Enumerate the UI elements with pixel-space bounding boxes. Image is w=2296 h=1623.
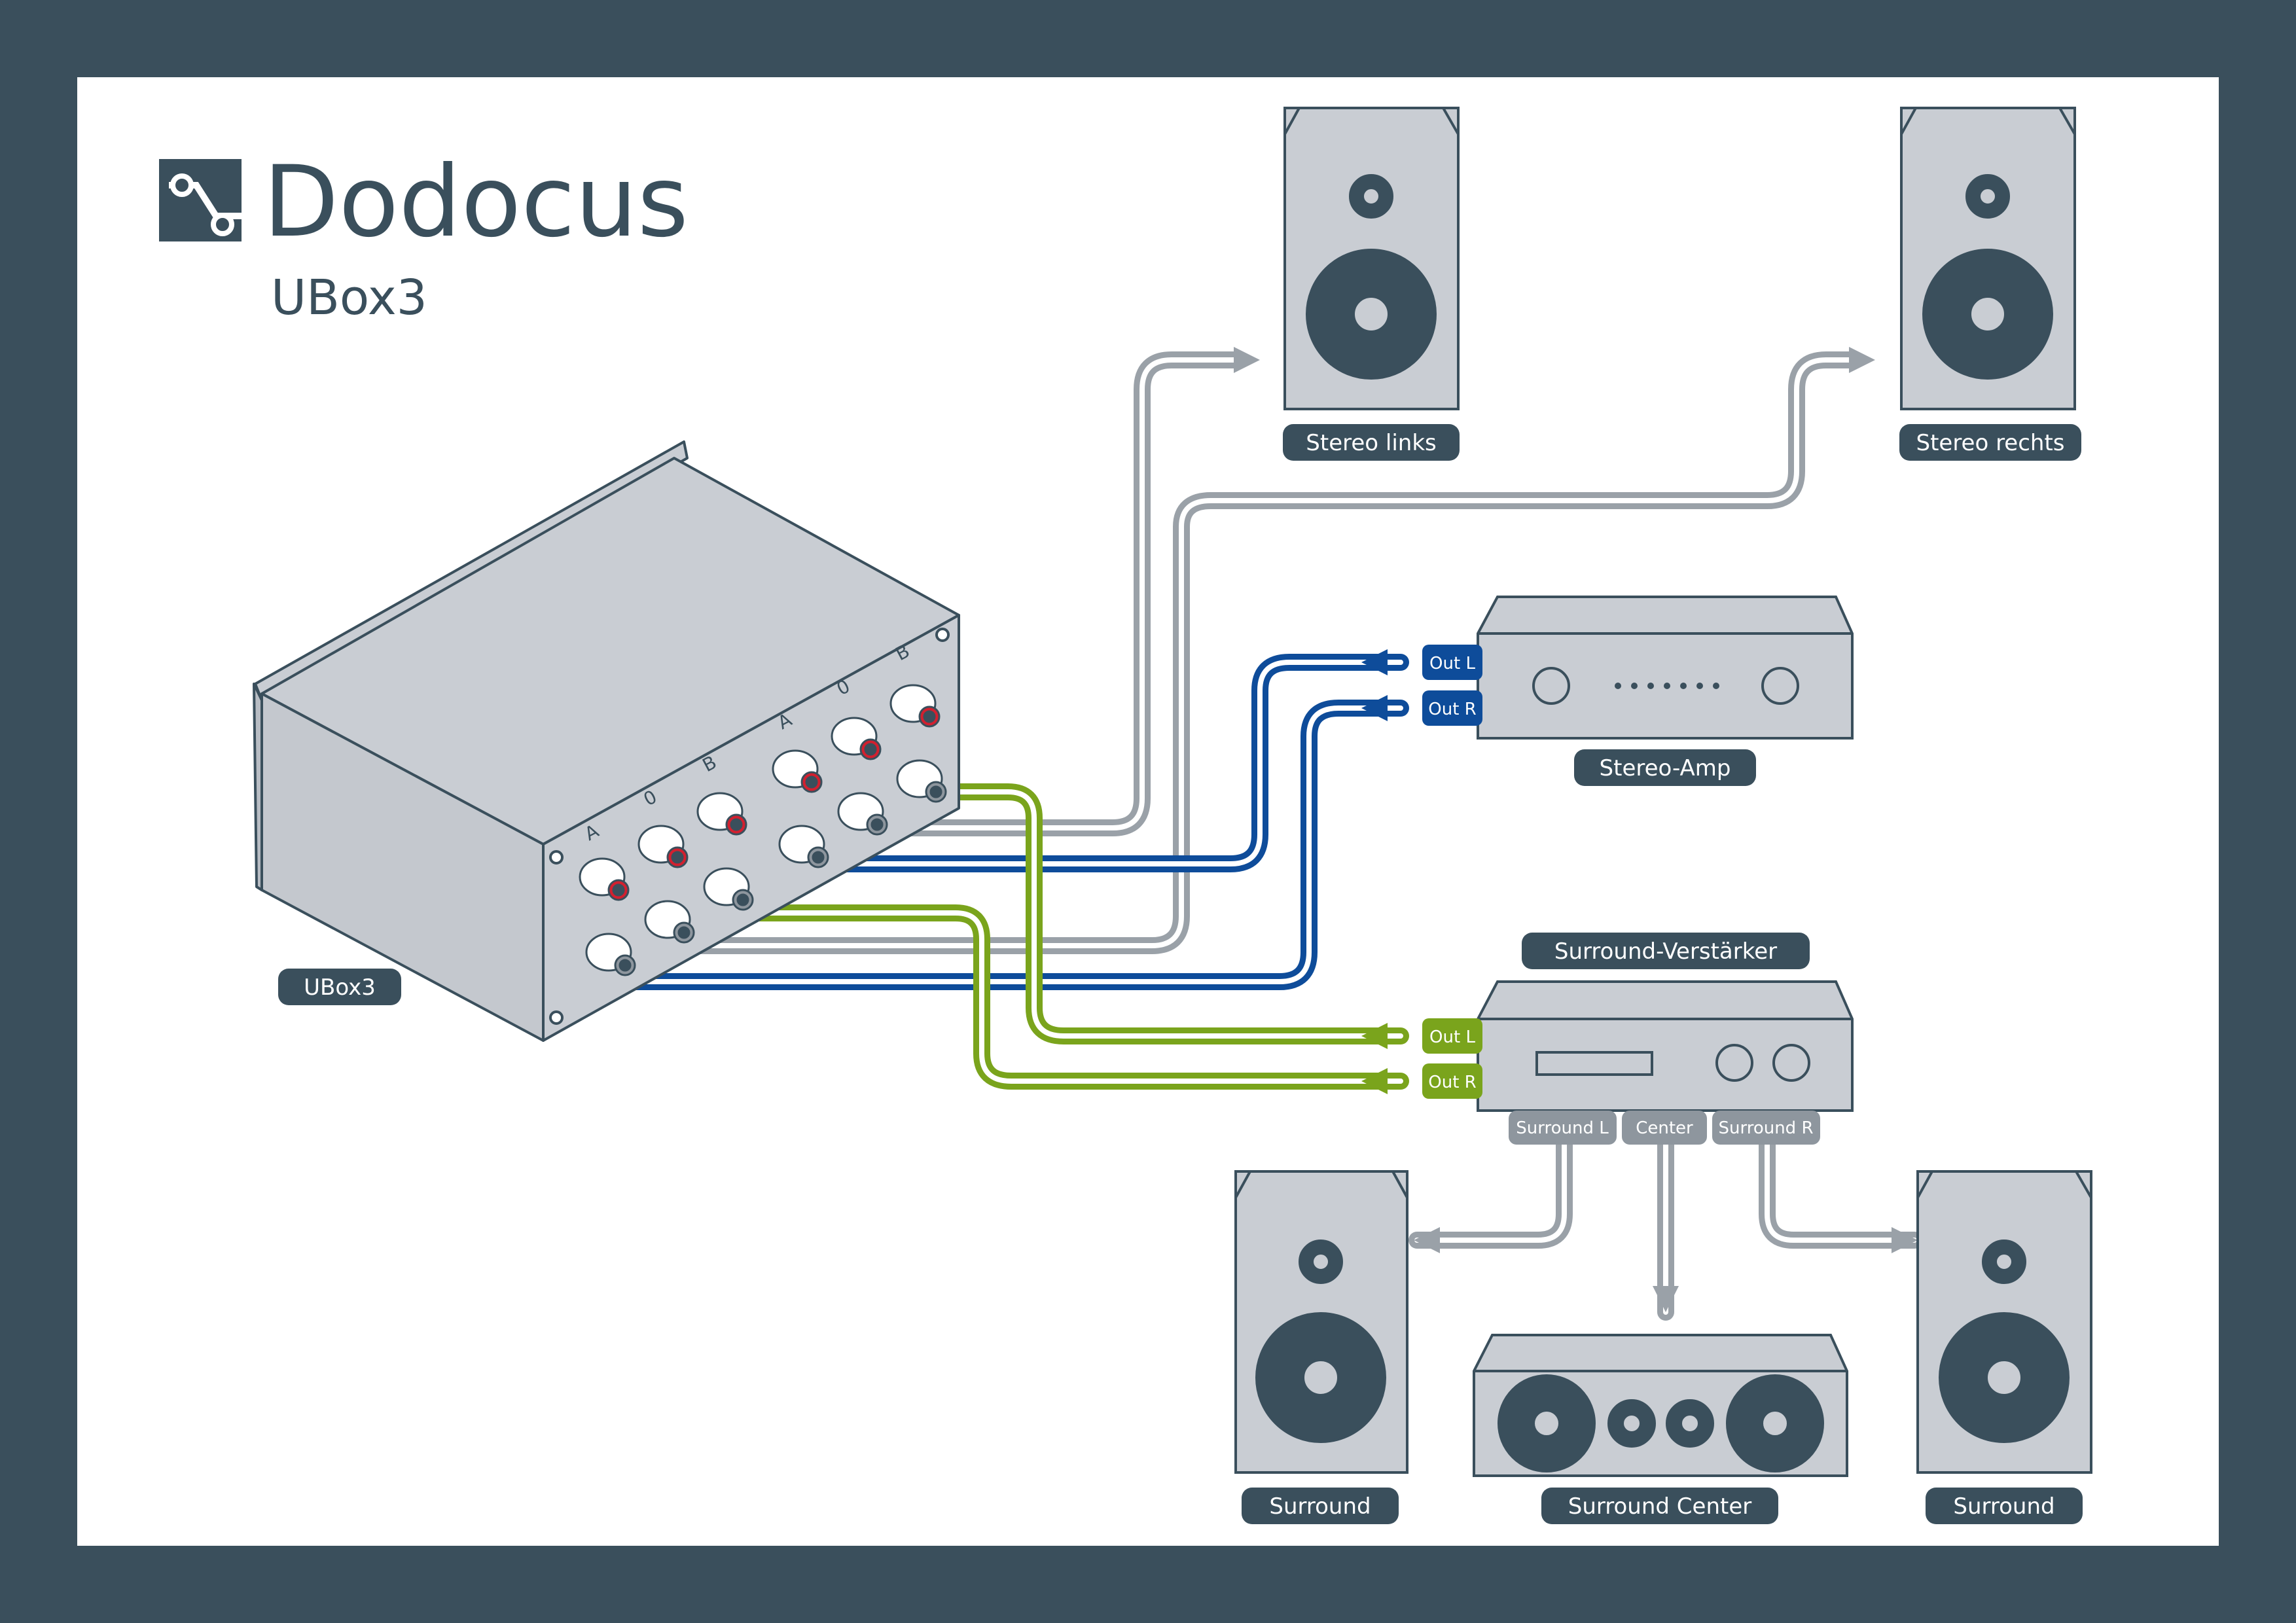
- speaker-stereo-left: [1283, 107, 1460, 410]
- stereo-amp-out-left-text: Out L: [1429, 654, 1475, 673]
- arrow-stereo-right-icon: [1849, 347, 1875, 373]
- cable-surround-right: [1759, 1133, 1923, 1249]
- stereo-right-label-text: Stereo rechts: [1916, 430, 2064, 456]
- ubox3-label-text: UBox3: [304, 974, 376, 1001]
- speaker-stereo-right: [1900, 107, 2076, 410]
- speaker-surround-center: [1473, 1334, 1848, 1477]
- cable-surround-left: [1408, 1133, 1573, 1249]
- ubox3-label: UBox3: [278, 969, 401, 1005]
- surround-center-label-text: Surround Center: [1568, 1493, 1751, 1520]
- terminal: [831, 717, 882, 760]
- cable-surround-amp-out-right: [731, 904, 1409, 1090]
- terminal: [772, 749, 823, 793]
- terminal: [579, 857, 630, 901]
- surround-amp-out-left-port: Out L: [1422, 1018, 1482, 1054]
- terminal: [778, 825, 829, 868]
- arrow-stereo-left-icon: [1234, 347, 1260, 373]
- terminal: [644, 900, 695, 944]
- cable-stereo-left: [888, 351, 1249, 836]
- surround-amp-out-left-text: Out L: [1429, 1027, 1475, 1047]
- surround-right-label-text: Surround: [1953, 1493, 2054, 1520]
- surround-center-label: Surround Center: [1541, 1488, 1778, 1524]
- switch-labels: A 0 B A 0 B: [581, 640, 913, 845]
- terminal: [896, 759, 947, 803]
- arrow-surround-right-icon: [1892, 1227, 1918, 1253]
- arrow-surround-left-icon: [1414, 1227, 1440, 1253]
- stereo-amp-label-text: Stereo-Amp: [1600, 755, 1731, 781]
- surround-amp-port-surround-left: Surround L: [1509, 1111, 1617, 1145]
- surround-amp-port-center: Center: [1622, 1111, 1707, 1145]
- terminal: [703, 867, 754, 911]
- surround-amp-label: Surround-Verstärker: [1522, 933, 1810, 969]
- stereo-amp-dots: [1615, 683, 1719, 689]
- brand-logo: Dodocus UBox3: [159, 145, 689, 326]
- port-surround-left-text: Surround L: [1516, 1118, 1609, 1138]
- arrow-stereo-amp-out-left-icon: [1361, 649, 1388, 675]
- surround-amp-out-right-text: Out R: [1428, 1073, 1476, 1092]
- terminal: [837, 792, 888, 836]
- surround-left-label: Surround: [1242, 1488, 1399, 1524]
- terminal: [889, 684, 941, 728]
- cable-surround-amp-out-left: [927, 783, 1409, 1044]
- surround-amp-out-right-port: Out R: [1422, 1063, 1482, 1099]
- terminal: [637, 825, 689, 868]
- stereo-amp-out-right-port: Out R: [1422, 690, 1482, 726]
- terminals: [579, 684, 947, 976]
- cable-stereo-amp-out-right: [620, 700, 1409, 990]
- stereo-amp-label: Stereo-Amp: [1574, 749, 1756, 786]
- stereo-amp-out-right-text: Out R: [1428, 700, 1476, 719]
- port-surround-right-text: Surround R: [1718, 1118, 1813, 1138]
- surround-amp-port-surround-right: Surround R: [1712, 1111, 1820, 1145]
- arrow-surround-amp-out-left-icon: [1361, 1023, 1388, 1049]
- arrow-surround-amp-out-right-icon: [1361, 1068, 1388, 1094]
- port-center-text: Center: [1636, 1118, 1693, 1138]
- speaker-surround-right: [1916, 1170, 2092, 1474]
- stereo-amp-out-left-port: Out L: [1422, 645, 1482, 680]
- arrow-center-icon: [1653, 1286, 1679, 1312]
- brand-name: Dodocus: [263, 145, 689, 259]
- terminal: [696, 792, 747, 836]
- terminal: [585, 933, 636, 976]
- dodocus-logo-icon: [159, 159, 242, 241]
- stereo-left-label-text: Stereo links: [1306, 430, 1436, 456]
- stereo-right-label: Stereo rechts: [1899, 424, 2081, 461]
- cable-stereo-right: [659, 351, 1864, 954]
- surround-amp: [1477, 980, 1854, 1112]
- surround-left-label-text: Surround: [1269, 1493, 1371, 1520]
- cable-stereo-amp-out-left: [816, 654, 1409, 872]
- surround-amp-label-text: Surround-Verstärker: [1554, 938, 1777, 965]
- arrowheads: [1234, 347, 1918, 1312]
- arrow-stereo-amp-out-right-icon: [1361, 695, 1388, 721]
- stereo-left-label: Stereo links: [1283, 424, 1460, 461]
- stereo-amp: [1477, 596, 1854, 740]
- surround-right-label: Surround: [1926, 1488, 2083, 1524]
- product-name: UBox3: [271, 270, 427, 326]
- speaker-surround-left: [1234, 1170, 1408, 1474]
- cables: [620, 351, 1923, 1321]
